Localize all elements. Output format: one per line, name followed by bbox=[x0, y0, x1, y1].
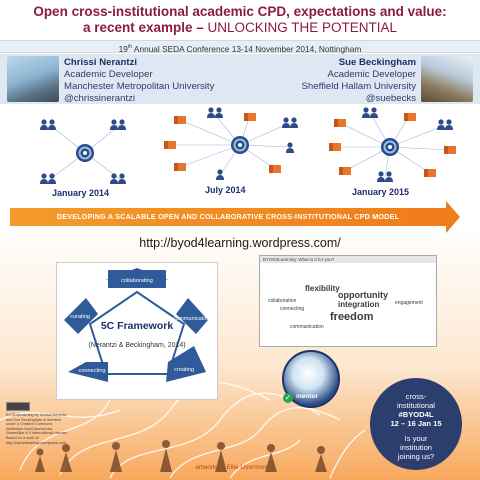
author-right-role: Academic Developer bbox=[327, 69, 416, 80]
blog-url-link[interactable]: http://byod4learning.wordpress.com/ bbox=[139, 236, 341, 250]
word-engagement: engagement bbox=[395, 300, 423, 306]
framework-citation: (Nerantzi & Beckingham, 2014) bbox=[88, 342, 186, 349]
author-left-name: Chrissi Nerantzi bbox=[64, 57, 138, 68]
callout-line-4: 12 – 16 Jan 15 bbox=[390, 419, 442, 428]
author-right-institution: Sheffield Hallam University bbox=[301, 81, 416, 92]
author-bar bbox=[0, 54, 480, 104]
banner-arrow-icon bbox=[446, 201, 460, 233]
network-diagrams bbox=[40, 107, 456, 184]
framework-title: 5C Framework bbox=[100, 320, 174, 332]
model-banner: DEVELOPING A SCALABLE OPEN AND COLLABORA… bbox=[10, 208, 446, 226]
stage-label-jan-2014: January 2014 bbox=[52, 188, 110, 198]
conference-details: Annual SEDA Conference 13-14 November 20… bbox=[132, 43, 362, 54]
title-line-1: Open cross-institutional academic CPD, e… bbox=[33, 4, 447, 19]
word-opportunity: opportunity bbox=[338, 290, 388, 300]
wordcloud-title-bar: BYOD4Learning: What is it for you? bbox=[260, 256, 436, 263]
word-integration: integration bbox=[338, 300, 380, 309]
framework-stage-3: creating bbox=[174, 367, 194, 373]
conference-strip: 19th Annual SEDA Conference 13-14 Novemb… bbox=[0, 40, 480, 54]
framework-stage-5: curating bbox=[70, 314, 90, 320]
author-photo-left bbox=[7, 56, 59, 102]
callout-line-1: cross- bbox=[405, 392, 427, 401]
author-left: Chrissi Nerantzi Academic Developer Manc… bbox=[64, 57, 214, 105]
author-left-role: Academic Developer bbox=[64, 69, 153, 80]
framework-pentagon: collaborating communicating creating con… bbox=[64, 268, 211, 382]
stage-label-jul-2014: July 2014 bbox=[205, 185, 246, 195]
network-stage-3 bbox=[329, 107, 456, 182]
network-stage-2 bbox=[164, 107, 298, 180]
framework-stage-1: collaborating bbox=[121, 278, 153, 284]
callout-line-6: institution bbox=[399, 443, 433, 452]
callout-line-7: joining us? bbox=[397, 452, 435, 461]
word-connecting: connecting bbox=[280, 306, 305, 312]
callout-line-3: #BYOD4L bbox=[398, 410, 434, 419]
creative-commons-icon[interactable] bbox=[6, 402, 30, 411]
framework-stage-2: communicating bbox=[173, 316, 211, 322]
author-right: Sue Beckingham Academic Developer Sheffi… bbox=[302, 57, 416, 105]
title-line-2: a recent example – UNLOCKING THE POTENTI… bbox=[0, 20, 480, 36]
license-text: BYOD4Learning by Chrissi Nerantzi and Su… bbox=[6, 413, 68, 445]
conference-sup: th bbox=[127, 44, 133, 50]
stage-label-jan-2015: January 2015 bbox=[352, 187, 410, 197]
author-right-name: Sue Beckingham bbox=[338, 57, 416, 68]
title-line-2-a: a recent example – bbox=[82, 20, 208, 35]
mentor-badge-label: mentor bbox=[296, 393, 319, 400]
mentor-badge bbox=[282, 350, 340, 408]
callout-line-5: Is your bbox=[404, 434, 428, 443]
poster-title: Open cross-institutional academic CPD, e… bbox=[0, 4, 480, 36]
author-left-handle: @chrissinerantzi bbox=[64, 93, 136, 104]
word-collaboration: collaboration bbox=[268, 298, 297, 304]
author-right-handle: @suebecks bbox=[365, 93, 416, 104]
callout-line-2: institutional bbox=[397, 401, 435, 410]
author-photo-right bbox=[421, 56, 473, 102]
artwork-credit: artwork by Ellie Livermore bbox=[195, 464, 269, 471]
word-communication: communication bbox=[290, 324, 324, 330]
word-freedom: freedom bbox=[330, 311, 374, 323]
wordcloud-screenshot bbox=[259, 255, 437, 347]
network-stage-1 bbox=[40, 119, 126, 184]
callout-circle: cross- institutional #BYOD4L 12 – 16 Jan… bbox=[370, 378, 462, 470]
title-line-2-b: UNLOCKING THE POTENTIAL bbox=[207, 20, 398, 35]
conference-ordinal: 19 bbox=[118, 43, 128, 54]
author-left-institution: Manchester Metropolitan University bbox=[64, 81, 215, 92]
framework-stage-4: connecting bbox=[78, 368, 105, 374]
word-flexibility: flexibility bbox=[305, 284, 340, 293]
checkmark-icon: ✓ bbox=[283, 393, 293, 403]
